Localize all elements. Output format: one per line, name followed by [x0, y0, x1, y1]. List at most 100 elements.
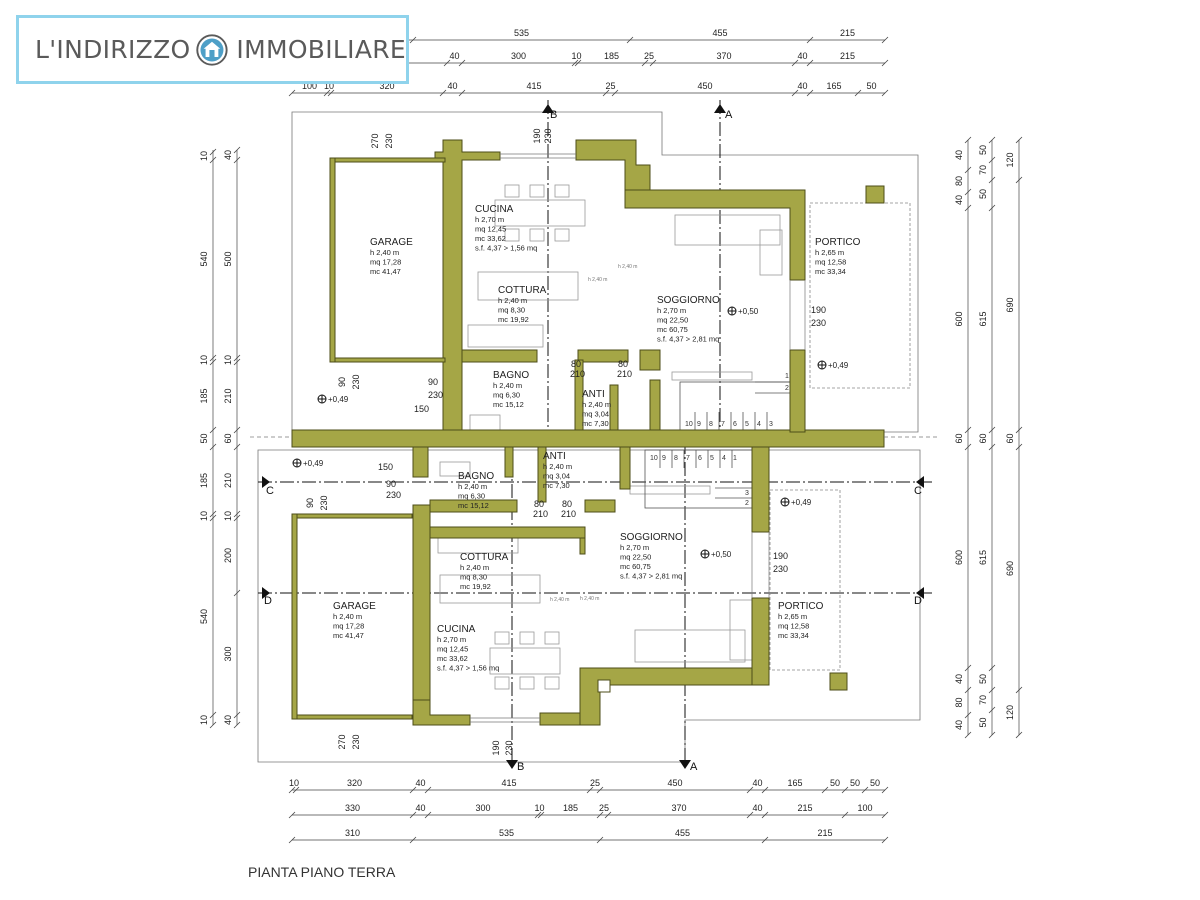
dimension-label: 40 [223, 150, 233, 160]
logo: L'INDIRIZZO IMMOBILIARE [16, 15, 409, 84]
dimension-tick [964, 204, 972, 212]
dimension-label: 540 [199, 251, 209, 266]
room-detail: s.f. 4,37 > 1,56 mq [475, 244, 537, 253]
dimension-label: 10 [289, 778, 299, 788]
dimension-label: 215 [817, 828, 832, 838]
level-mark-icon [318, 395, 326, 403]
room-detail: mc 19,92 [460, 582, 491, 591]
section-label: B [550, 109, 557, 121]
dimension-label: 50 [978, 717, 988, 727]
stair-step-number: 10 [650, 455, 658, 462]
dimension-label: 25 [599, 803, 609, 813]
dimension-label: 100 [302, 81, 317, 91]
opening-label: 230 [811, 318, 826, 328]
opening-label: 190 [532, 128, 542, 143]
room-detail: mc 60,75 [657, 325, 688, 334]
dimension-label: 600 [954, 550, 964, 565]
level-mark-icon [701, 550, 709, 558]
section-lines [258, 100, 935, 770]
room-detail: mc 33,34 [778, 631, 809, 640]
dimension-label: 40 [449, 51, 459, 61]
dimension-tick [881, 36, 889, 44]
dimension-label: 215 [840, 51, 855, 61]
dimension-label: 690 [1005, 297, 1015, 312]
dimension-tick [209, 354, 217, 362]
dimension-label: 50 [850, 778, 860, 788]
dimension-label: 40 [797, 81, 807, 91]
dimension-label: 10 [571, 51, 581, 61]
dimension-tick [964, 664, 972, 672]
dimension-label: 300 [223, 646, 233, 661]
room-detail: h 2,65 m [815, 248, 844, 257]
room-detail: h 2,40 m [460, 563, 489, 572]
dimension-tick [571, 59, 579, 67]
room-detail: h 2,70 m [620, 543, 649, 552]
dimension-tick [233, 721, 241, 729]
dimension-tick [988, 706, 996, 714]
dimension-tick [806, 36, 814, 44]
dimension-tick [424, 786, 432, 794]
section-label: A [725, 109, 733, 121]
dimension-tick [209, 721, 217, 729]
dimension-label: 80 [954, 697, 964, 707]
dimension-tick [988, 686, 996, 694]
stair-step-number: 2 [785, 385, 789, 392]
dimension-label: 215 [797, 803, 812, 813]
dimension-tick [439, 89, 447, 97]
dimension-tick [292, 786, 300, 794]
height-note: h 2,40 m [588, 277, 607, 283]
dimension-label: 330 [345, 803, 360, 813]
portico-outline [769, 202, 911, 671]
opening-label: 270 [370, 133, 380, 148]
level-label: +0,49 [828, 361, 849, 370]
section-label: C [914, 485, 922, 497]
dimension-tick [881, 811, 889, 819]
dimension-tick [821, 786, 829, 794]
dimension-tick [964, 136, 972, 144]
dimension-label: 320 [347, 778, 362, 788]
dimension-labels: 3105354552153304030010185253704021510010… [199, 28, 1015, 838]
dimension-tick [1015, 136, 1023, 144]
dimension-label: 60 [954, 433, 964, 443]
room-name: COTTURA [498, 285, 547, 296]
dimension-tick [806, 89, 814, 97]
dimension-tick [1015, 731, 1023, 739]
section-label: A [690, 761, 698, 773]
dimension-label: 185 [604, 51, 619, 61]
dimension-label: 40 [954, 195, 964, 205]
dimension-tick [409, 811, 417, 819]
dimension-tick [209, 711, 217, 719]
dimension-label: 25 [605, 81, 615, 91]
room-name: PORTICO [815, 237, 861, 248]
dimension-label: 50 [978, 189, 988, 199]
dimension-label: 455 [712, 28, 727, 38]
dimension-label: 100 [857, 803, 872, 813]
room-detail: h 2,40 m [498, 296, 527, 305]
stair-step-number: 1 [733, 455, 737, 462]
height-note: h 2,40 m [550, 597, 569, 603]
room-detail: h 2,40 m [543, 462, 572, 471]
dimension-tick [233, 589, 241, 597]
level-marks: +0,50+0,49+0,49+0,49+0,50+0,49h 2,40 mh … [292, 264, 849, 603]
dimension-tick [841, 811, 849, 819]
room-detail: h 2,40 m [333, 612, 362, 621]
room-detail: h 2,70 m [475, 215, 504, 224]
room-detail: h 2,40 m [458, 482, 487, 491]
dimension-label: 70 [978, 165, 988, 175]
section-label: D [914, 595, 922, 607]
opening-label: 90 [386, 479, 396, 489]
dimension-tick [761, 786, 769, 794]
dimension-tick [574, 59, 582, 67]
opening-label: 230 [543, 128, 553, 143]
logo-text-right: IMMOBILIARE [236, 35, 406, 64]
dimension-tick [964, 188, 972, 196]
section-label: B [517, 761, 524, 773]
dimension-tick [209, 514, 217, 522]
dimension-tick [988, 664, 996, 672]
